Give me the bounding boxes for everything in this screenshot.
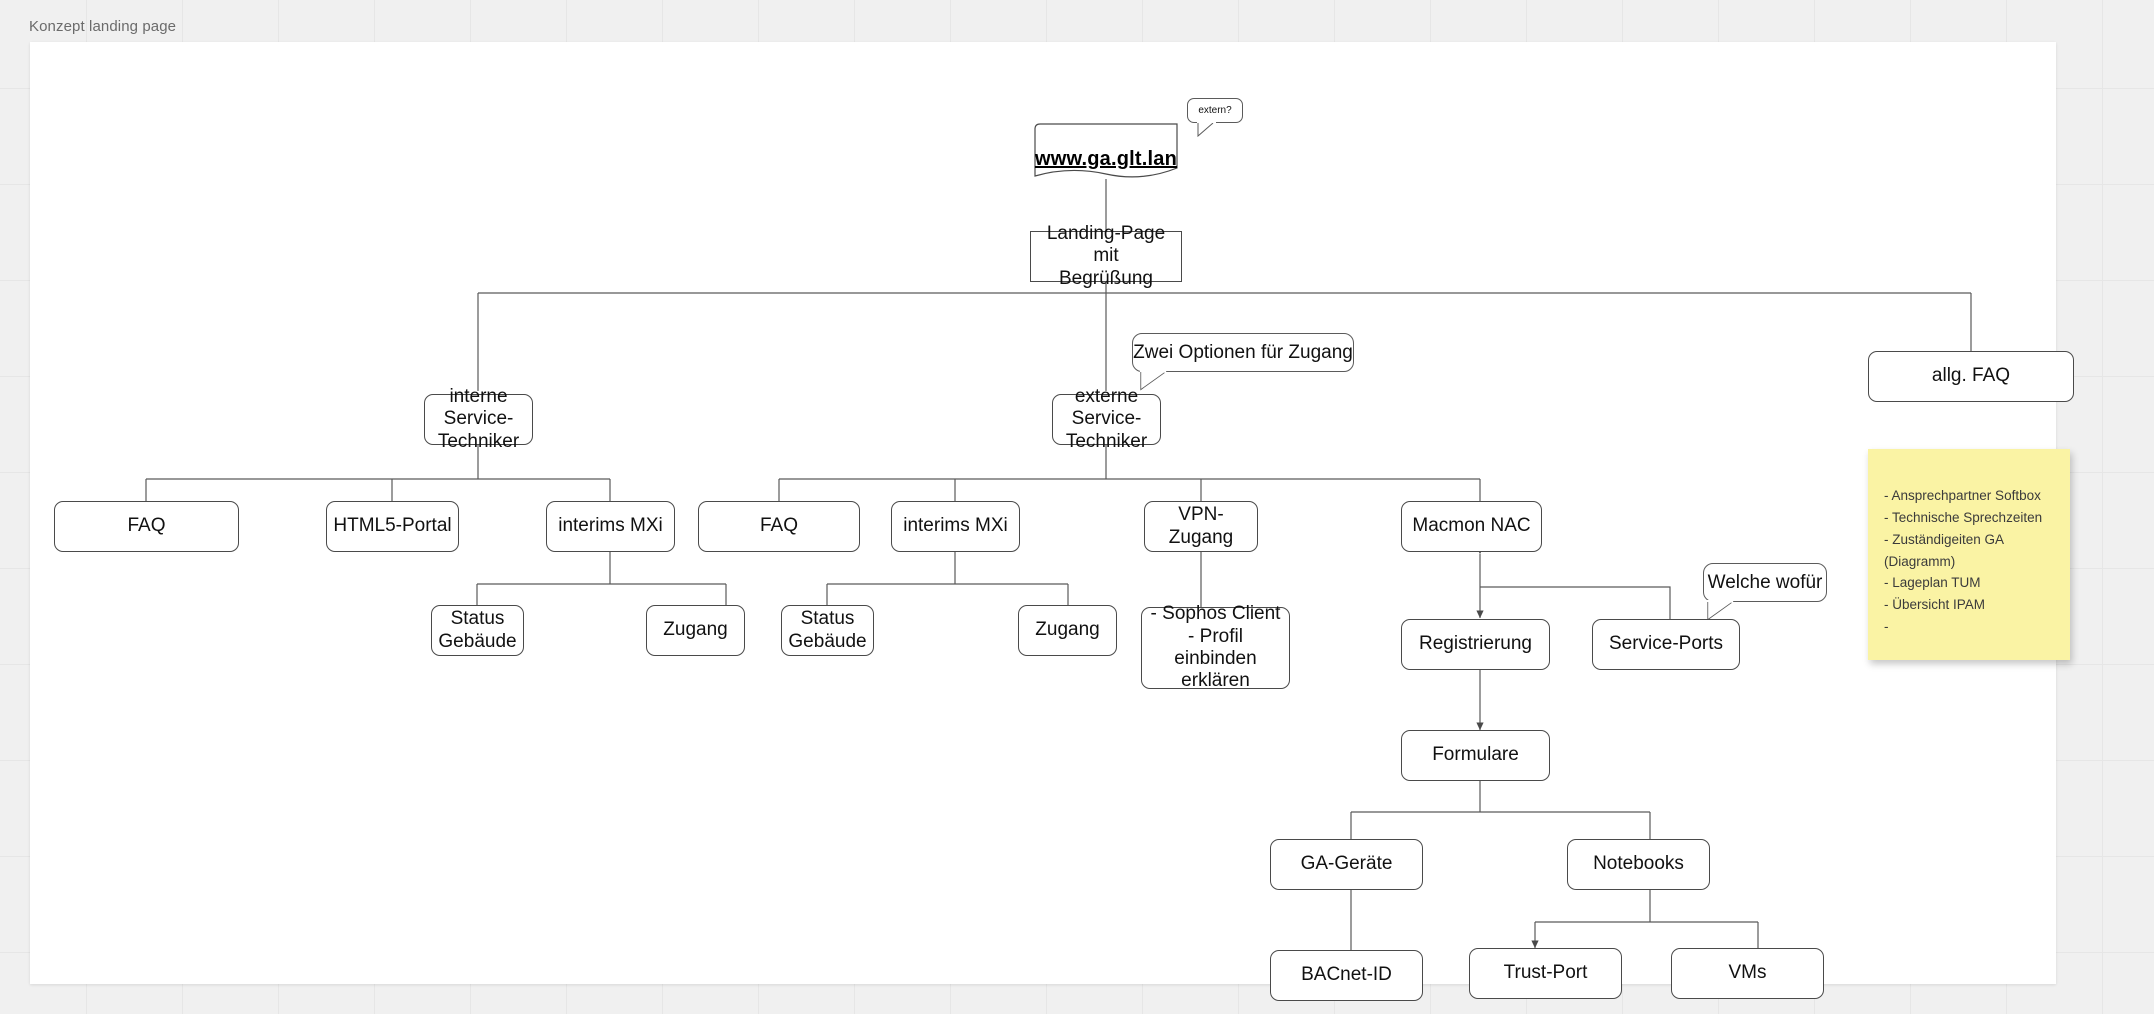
node-interims-mxi-extern[interactable]: interims MXi (891, 501, 1020, 552)
node-ga-geraete[interactable]: GA-Geräte (1270, 839, 1423, 890)
callout-extern-label: extern? (1198, 105, 1232, 116)
node-interims-mxi-intern[interactable]: interims MXi (546, 501, 675, 552)
node-service-ports[interactable]: Service-Ports (1592, 619, 1740, 670)
sticky-note-line: - Lageplan TUM (1884, 575, 1981, 591)
sticky-note-line: - Ansprechpartner Softbox (1884, 488, 2041, 503)
callout-welche-wofuer[interactable]: Welche wofür (1703, 563, 1827, 621)
root-document-shape[interactable]: www.ga.glt.lan (1030, 122, 1182, 180)
node-status-gebaeude-extern[interactable]: Status Gebäude (781, 605, 874, 656)
node-zugang-extern[interactable]: Zugang (1018, 605, 1117, 656)
sticky-note-line: - Technische Sprechzeiten (1884, 509, 2043, 525)
page-title: Konzept landing page (29, 18, 177, 35)
callout-zwei-optionen[interactable]: Zwei Optionen für Zugang (1132, 333, 1354, 391)
node-notebooks[interactable]: Notebooks (1567, 839, 1710, 890)
node-status-gebaeude-intern[interactable]: Status Gebäude (431, 605, 524, 656)
callout-extern[interactable]: extern? (1187, 98, 1243, 138)
sticky-note-line: - (1884, 619, 1889, 635)
root-document-label: www.ga.glt.lan (1034, 148, 1178, 170)
callout-tail-icon (1197, 121, 1216, 138)
node-trust-port[interactable]: Trust-Port (1469, 948, 1622, 999)
node-vpn-zugang[interactable]: VPN-Zugang (1144, 501, 1258, 552)
callout-tail-icon (1139, 369, 1167, 391)
node-macmon-nac[interactable]: Macmon NAC (1401, 501, 1542, 552)
node-vms[interactable]: VMs (1671, 948, 1824, 999)
document-outline-icon (1034, 123, 1178, 178)
node-html5-portal[interactable]: HTML5-Portal (326, 501, 459, 552)
node-formulare[interactable]: Formulare (1401, 730, 1550, 781)
sticky-note[interactable]: - Ansprechpartner Softbox - Technische S… (1868, 449, 2070, 660)
callout-welche-wofuer-label: Welche wofür (1707, 571, 1823, 593)
node-landing-page[interactable]: Landing-Page mit Begrüßung (1030, 223, 1182, 289)
node-bacnet-id[interactable]: BACnet-ID (1270, 950, 1423, 1001)
diagram-canvas[interactable]: www.ga.glt.lan extern? Zwei Optionen für… (30, 42, 2074, 1001)
sticky-note-line: - Zuständigeiten GA (1884, 531, 2005, 547)
callout-zwei-optionen-label: Zwei Optionen für Zugang (1133, 341, 1353, 363)
node-allg-faq[interactable]: allg. FAQ (1868, 351, 2074, 402)
sticky-note-line: - Übersicht IPAM (1884, 597, 1986, 613)
node-faq-intern[interactable]: FAQ (54, 501, 239, 552)
node-sophos-client[interactable]: - Sophos Client - Profil einbinden erklä… (1141, 603, 1290, 691)
node-registrierung[interactable]: Registrierung (1401, 619, 1550, 670)
connector-edges (145, 179, 1972, 950)
sticky-note-line: (Diagramm) (1884, 553, 1956, 569)
node-zugang-intern[interactable]: Zugang (646, 605, 745, 656)
node-interne-service-techniker[interactable]: interne Service- Techniker (424, 386, 533, 452)
node-externe-service-techniker[interactable]: externe Service- Techniker (1052, 386, 1161, 452)
node-faq-extern[interactable]: FAQ (698, 501, 860, 552)
